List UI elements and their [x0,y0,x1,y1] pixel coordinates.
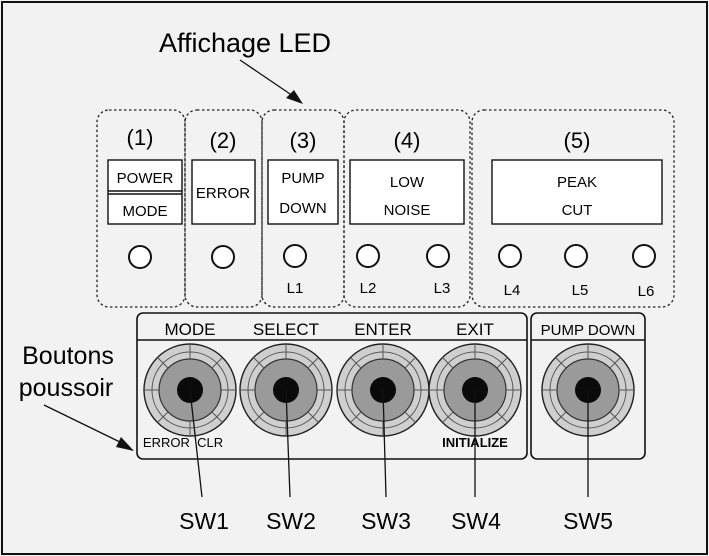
sw3-label: SW3 [361,508,411,534]
sw1-leader-line [189,389,203,498]
led-l5-label: L5 [572,282,589,299]
noise-label: NOISE [384,202,431,219]
group-1-number: (1) [127,125,154,150]
led-l3-label: L3 [434,280,451,297]
led-l2-label: L2 [360,280,377,297]
led-l6 [632,244,656,268]
pump-down-button-label: PUMP DOWN [541,322,636,339]
error-label: ERROR [196,185,250,202]
cut-label: CUT [562,202,593,219]
led-error [211,245,235,269]
led-callout-arrowhead [286,90,303,104]
push-buttons-arrow-line [43,404,125,445]
power-label: POWER [117,170,174,187]
led-l6-label: L6 [638,283,655,300]
peak-cut-label-box [491,159,663,225]
group-1-outline [96,109,186,308]
group-2-outline [184,109,263,308]
push-buttons-callout-line2: poussoir [19,374,114,402]
led-l1 [283,244,307,268]
low-noise-label-box [349,159,465,225]
group-3-outline [261,109,345,308]
push-buttons-callout-line1: Boutons [22,342,114,370]
led-display-callout: Affichage LED [159,28,331,58]
led-power-mode [128,245,152,269]
group-2-number: (2) [210,128,237,153]
group-5-outline [471,109,675,308]
sw4-label: SW4 [451,508,501,534]
buttons-panel-main [136,312,528,460]
error-label-box [191,159,256,225]
led-l3 [426,244,450,268]
led-l5 [564,244,588,268]
peak-label: PEAK [557,174,597,191]
push-buttons-arrowhead [116,437,134,451]
exit-button-label: EXIT [456,320,494,339]
mode-led-label: MODE [123,203,168,220]
led-callout-arrow-line [239,59,297,99]
pump-down-label-box [267,159,339,225]
enter-button-label: ENTER [354,320,412,339]
error-clr-sublabel: ERROR CLR [143,435,223,450]
led-l1-label: L1 [287,280,304,297]
group-3-number: (3) [290,128,317,153]
select-button-label: SELECT [253,320,319,339]
mode-button-label: MODE [165,320,216,339]
power-mode-label-box [107,159,183,225]
sw1-label: SW1 [179,508,229,534]
group-5-number: (5) [564,128,591,153]
group-4-outline [343,109,471,308]
low-label: LOW [390,174,425,191]
sw3-leader-line [382,389,387,498]
down-label: DOWN [279,200,327,217]
sw2-leader-line [285,389,291,498]
sw2-label: SW2 [266,508,316,534]
sw5-label: SW5 [563,508,613,534]
group-4-number: (4) [394,128,421,153]
led-l4-label: L4 [504,282,521,299]
led-l4 [498,244,522,268]
pump-label: PUMP [281,170,324,187]
led-l2 [356,244,380,268]
